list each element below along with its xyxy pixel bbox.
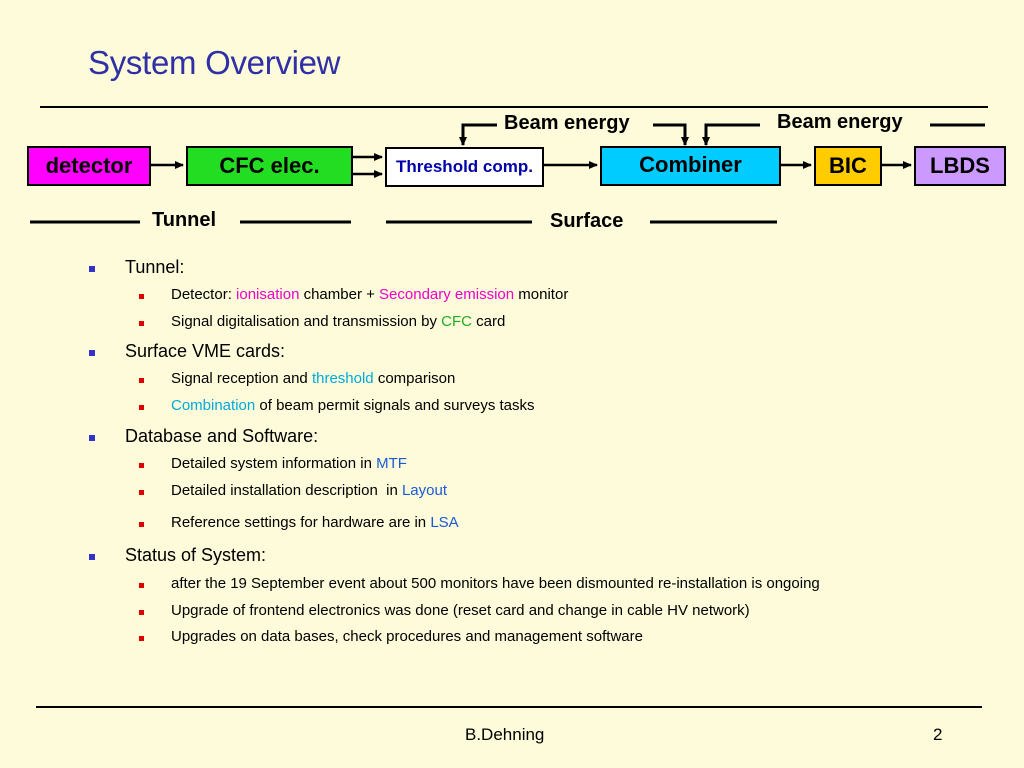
text: card bbox=[471, 313, 506, 330]
bullet-lsa: Reference settings for hardware are in L… bbox=[171, 514, 459, 531]
text: Detector: bbox=[171, 286, 237, 303]
combiner-box: Combiner bbox=[600, 146, 781, 186]
bullet-signal-digitalisation: Signal digitalisation and transmission b… bbox=[171, 313, 505, 330]
sub-bullet-marker bbox=[139, 463, 144, 468]
text: Signal reception and bbox=[171, 370, 312, 387]
bullet-mtf: Detailed system information in MTF bbox=[171, 455, 407, 472]
bullet-surface-heading: Surface VME cards: bbox=[125, 341, 286, 361]
sub-bullet-marker bbox=[139, 610, 144, 615]
highlight-secondary-emission: Secondary emission bbox=[379, 286, 515, 303]
text: comparison bbox=[373, 370, 456, 387]
lbds-box: LBDS bbox=[914, 146, 1006, 186]
bullet-signal-reception: Signal reception and threshold compariso… bbox=[171, 370, 455, 387]
sub-bullet-marker bbox=[139, 321, 144, 326]
sub-bullet-marker bbox=[139, 490, 144, 495]
bullet-detector: Detector: ionisation chamber + Secondary… bbox=[171, 286, 568, 303]
cfc-electronics-box: CFC elec. bbox=[186, 146, 353, 186]
text: Detailed system information in bbox=[171, 455, 377, 472]
page-number: 2 bbox=[933, 725, 943, 744]
bullet-marker bbox=[89, 350, 95, 356]
text: chamber + bbox=[299, 286, 380, 303]
bullet-tunnel-heading: Tunnel: bbox=[125, 257, 185, 277]
beam-energy-label-1: Beam energy bbox=[504, 112, 630, 134]
page-title: System Overview bbox=[88, 44, 341, 81]
bullet-status-heading: Status of System: bbox=[125, 545, 267, 565]
bullet-marker bbox=[89, 554, 95, 560]
bic-box: BIC bbox=[814, 146, 882, 186]
surface-label: Surface bbox=[550, 210, 624, 232]
sub-bullet-marker bbox=[139, 294, 144, 299]
bullet-database-heading: Database and Software: bbox=[125, 426, 319, 446]
footer-divider bbox=[36, 706, 982, 708]
detector-label: detector bbox=[45, 153, 133, 178]
sub-bullet-marker bbox=[139, 405, 144, 410]
sub-bullet-marker bbox=[139, 583, 144, 588]
text: Detailed installation description in bbox=[171, 482, 402, 499]
bullet-status-item: Upgrade of frontend electronics was done… bbox=[171, 602, 750, 619]
cfc-label: CFC elec. bbox=[219, 153, 320, 178]
lbds-label: LBDS bbox=[930, 153, 990, 178]
bullet-layout: Detailed installation description in Lay… bbox=[171, 482, 447, 499]
highlight-combination: Combination bbox=[171, 397, 256, 414]
text: Signal digitalisation and transmission b… bbox=[171, 313, 442, 330]
title-divider bbox=[40, 106, 988, 108]
text: Reference settings for hardware are in bbox=[171, 514, 431, 531]
threshold-label: Threshold comp. bbox=[396, 157, 533, 176]
highlight-lsa: LSA bbox=[430, 514, 459, 531]
text: of beam permit signals and surveys tasks bbox=[255, 397, 535, 414]
footer-author: B.Dehning bbox=[465, 725, 545, 744]
sub-bullet-marker bbox=[139, 522, 144, 527]
highlight-mtf: MTF bbox=[376, 455, 407, 472]
bullet-marker bbox=[89, 266, 95, 272]
bullet-marker bbox=[89, 435, 95, 441]
beam-energy-label-2: Beam energy bbox=[777, 111, 903, 133]
threshold-comparator-box: Threshold comp. bbox=[385, 147, 544, 187]
bullet-status-item: Upgrades on data bases, check procedures… bbox=[171, 628, 643, 645]
highlight-ionisation: ionisation bbox=[236, 286, 300, 303]
bic-label: BIC bbox=[829, 153, 867, 178]
sub-bullet-marker bbox=[139, 378, 144, 383]
bullet-combination: Combination of beam permit signals and s… bbox=[171, 397, 535, 414]
bullet-status-item: after the 19 September event about 500 m… bbox=[171, 575, 820, 592]
text: monitor bbox=[514, 286, 569, 303]
highlight-threshold: threshold bbox=[311, 370, 374, 387]
highlight-layout: Layout bbox=[401, 482, 448, 499]
tunnel-label: Tunnel bbox=[152, 209, 217, 231]
highlight-cfc: CFC bbox=[441, 313, 472, 330]
detector-box: detector bbox=[27, 146, 151, 186]
combiner-label: Combiner bbox=[639, 152, 742, 177]
sub-bullet-marker bbox=[139, 636, 144, 641]
